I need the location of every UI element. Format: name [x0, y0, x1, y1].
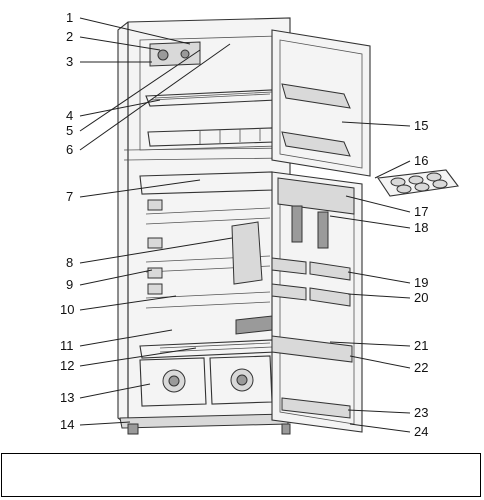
- leveling-foot-left: [127, 423, 139, 435]
- callout-23: 23: [414, 405, 428, 420]
- freezer-door-shelf-lower: [281, 131, 351, 157]
- callout-20: 20: [414, 290, 428, 305]
- freezer-door: [271, 29, 371, 177]
- door-bin-small-lower-left: [271, 283, 307, 301]
- callout-14: 14: [60, 417, 74, 432]
- freezer-compartment: [139, 35, 279, 151]
- callout-24: 24: [414, 424, 428, 439]
- cabinet-base: [119, 413, 291, 435]
- door-bin-small-lower-right: [309, 287, 351, 307]
- freezer-door-shelf-upper: [281, 83, 351, 109]
- crisper-drawers: [139, 355, 273, 407]
- door-divider-left: [291, 205, 303, 243]
- callout-17: 17: [414, 204, 428, 219]
- freezer-lamp: [180, 49, 190, 59]
- shelf-1: [145, 207, 271, 225]
- callout-21: 21: [414, 338, 428, 353]
- door-divider-right: [317, 211, 329, 249]
- callout-12: 12: [60, 358, 74, 373]
- callout-1: 1: [66, 10, 73, 25]
- callout-10: 10: [60, 302, 74, 317]
- callout-19: 19: [414, 275, 428, 290]
- door-bin-small-upper-left: [271, 257, 307, 275]
- callout-2: 2: [66, 29, 73, 44]
- callout-22: 22: [414, 360, 428, 375]
- callout-16: 16: [414, 153, 428, 168]
- callout-6: 6: [66, 142, 73, 157]
- callout-9: 9: [66, 277, 73, 292]
- callout-8: 8: [66, 255, 73, 270]
- fresh-food-door: [271, 171, 363, 433]
- callout-18: 18: [414, 220, 428, 235]
- dairy-compartment: [277, 177, 355, 215]
- callout-4: 4: [66, 108, 73, 123]
- door-bin-small-upper-right: [309, 261, 351, 281]
- shelf-supports: [147, 199, 163, 295]
- freezer-control-box: [149, 41, 201, 67]
- fresh-food-compartment: [139, 171, 277, 359]
- refrigerator-parts-diagram: 1 2 3 4 5 6 7 8 9 10 11 12 13 14 15 16 1…: [60, 10, 459, 439]
- leader-lines: [79, 17, 411, 433]
- callout-13: 13: [60, 390, 74, 405]
- door-shelf-bottle: [271, 335, 353, 363]
- lamp-cover: [231, 221, 263, 285]
- callout-5: 5: [66, 123, 73, 138]
- caption-box: [1, 453, 481, 497]
- thermostat-knob: [157, 49, 169, 61]
- callout-3: 3: [66, 54, 73, 69]
- crisper-cover-top: [139, 171, 275, 195]
- egg-holder: [377, 169, 459, 197]
- leveling-foot-right: [281, 423, 291, 435]
- callout-11: 11: [60, 338, 74, 353]
- door-bottom-shelf: [281, 397, 351, 419]
- callout-numbers: 1 2 3 4 5 6 7 8 9 10 11 12 13 14 15 16 1…: [60, 10, 428, 439]
- callout-7: 7: [66, 189, 73, 204]
- callout-15: 15: [414, 118, 428, 133]
